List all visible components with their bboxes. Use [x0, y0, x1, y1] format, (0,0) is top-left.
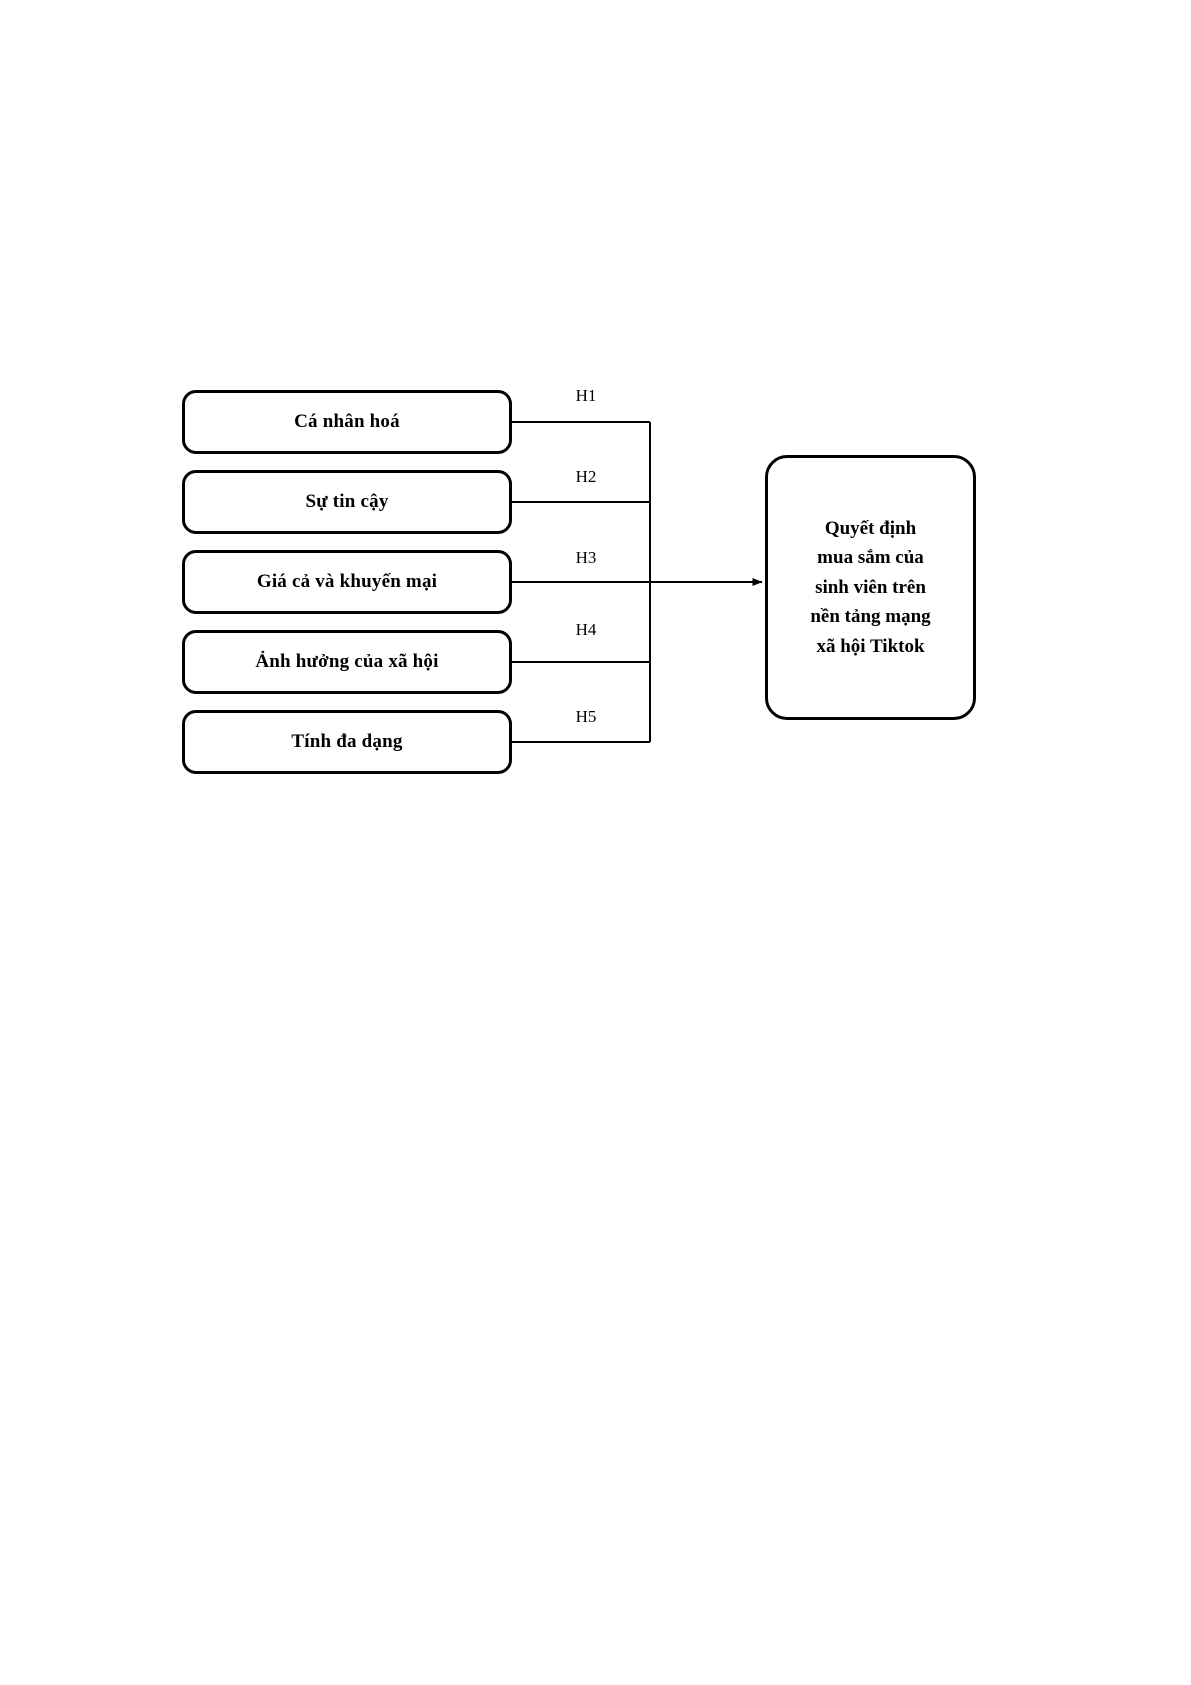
hypothesis-label-h2: H2 — [575, 467, 597, 486]
factor-box-4: Ảnh hưởng của xã hội — [182, 630, 512, 694]
factor-label-3: Giá cả và khuyến mại — [256, 570, 438, 592]
hypothesis-label-h3: H3 — [575, 548, 597, 567]
hypothesis-label-h1: H1 — [575, 386, 597, 405]
factor-label-2: Sự tin cậy — [305, 490, 389, 512]
hypothesis-label-h4: H4 — [575, 620, 597, 639]
factor-box-2: Sự tin cậy — [182, 470, 512, 534]
factor-label-4: Ảnh hưởng của xã hội — [255, 650, 439, 672]
factor-label-5: Tính đa dạng — [291, 730, 403, 752]
factor-label-1: Cá nhân hoá — [294, 410, 400, 432]
outcome-box: Quyết định mua sắm của sinh viên trên nề… — [765, 455, 976, 720]
factor-box-5: Tính đa dạng — [182, 710, 512, 774]
outcome-label: Quyết định mua sắm của sinh viên trên nề… — [810, 517, 931, 657]
factor-box-3: Giá cả và khuyến mại — [182, 550, 512, 614]
hypothesis-label-h5: H5 — [575, 707, 597, 726]
factor-box-1: Cá nhân hoá — [182, 390, 512, 454]
